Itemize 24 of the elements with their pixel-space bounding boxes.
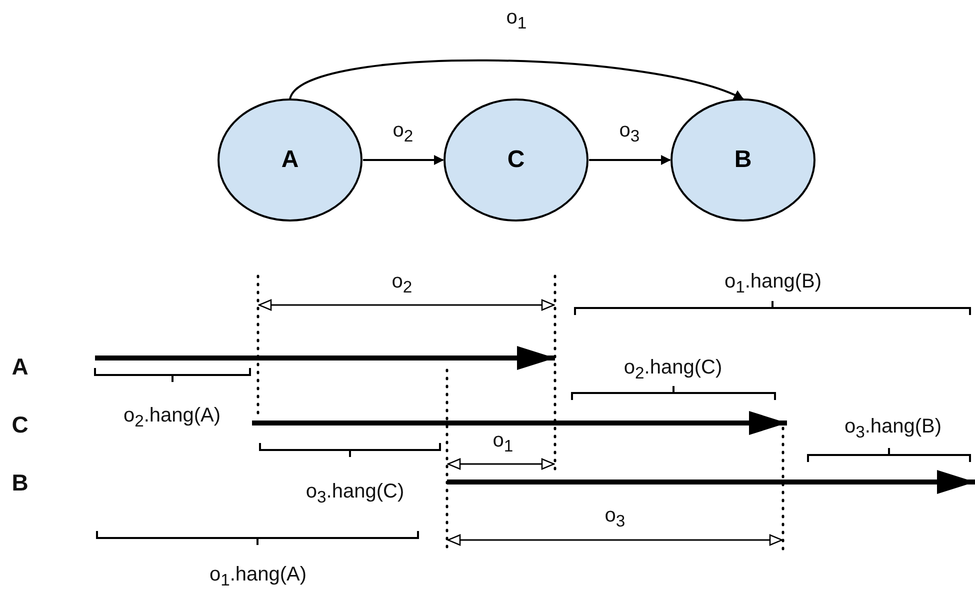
bracket-label: o$_{2}$.hang(A) (123, 404, 221, 432)
bracket-label: o$_{3}$.hang(C) (306, 480, 404, 508)
dimension-label: o$_{2}$ (392, 270, 412, 298)
bracket-label: o$_{2}$.hang(C) (624, 356, 722, 384)
node-label: C (507, 146, 525, 174)
edge-label: o$_{2}$ (392, 120, 414, 146)
row-label: C (12, 412, 28, 438)
arrow (589, 155, 671, 165)
dimension-label: o$_{1}$ (492, 430, 514, 456)
dimension-label: o$_{3}$ (604, 504, 626, 532)
ellipse-node (670, 98, 816, 222)
ellipse-node (217, 98, 363, 222)
row-label: A (12, 354, 28, 380)
arrow (289, 59, 744, 100)
node-label: B (734, 146, 752, 174)
bracket-label: o$_{1}$.hang(A) (209, 564, 307, 590)
bracket-label: o$_{1}$.hang(B) (724, 270, 822, 298)
edge-label: o$_{1}$ (506, 6, 527, 34)
ellipse-node (443, 98, 589, 222)
bracket-label: o$_{3}$.hang(B) (844, 416, 942, 442)
row-label: B (12, 470, 28, 496)
edge-label: o$_{3}$ (619, 120, 640, 146)
node-label: A (281, 146, 299, 174)
arrow (363, 155, 444, 165)
